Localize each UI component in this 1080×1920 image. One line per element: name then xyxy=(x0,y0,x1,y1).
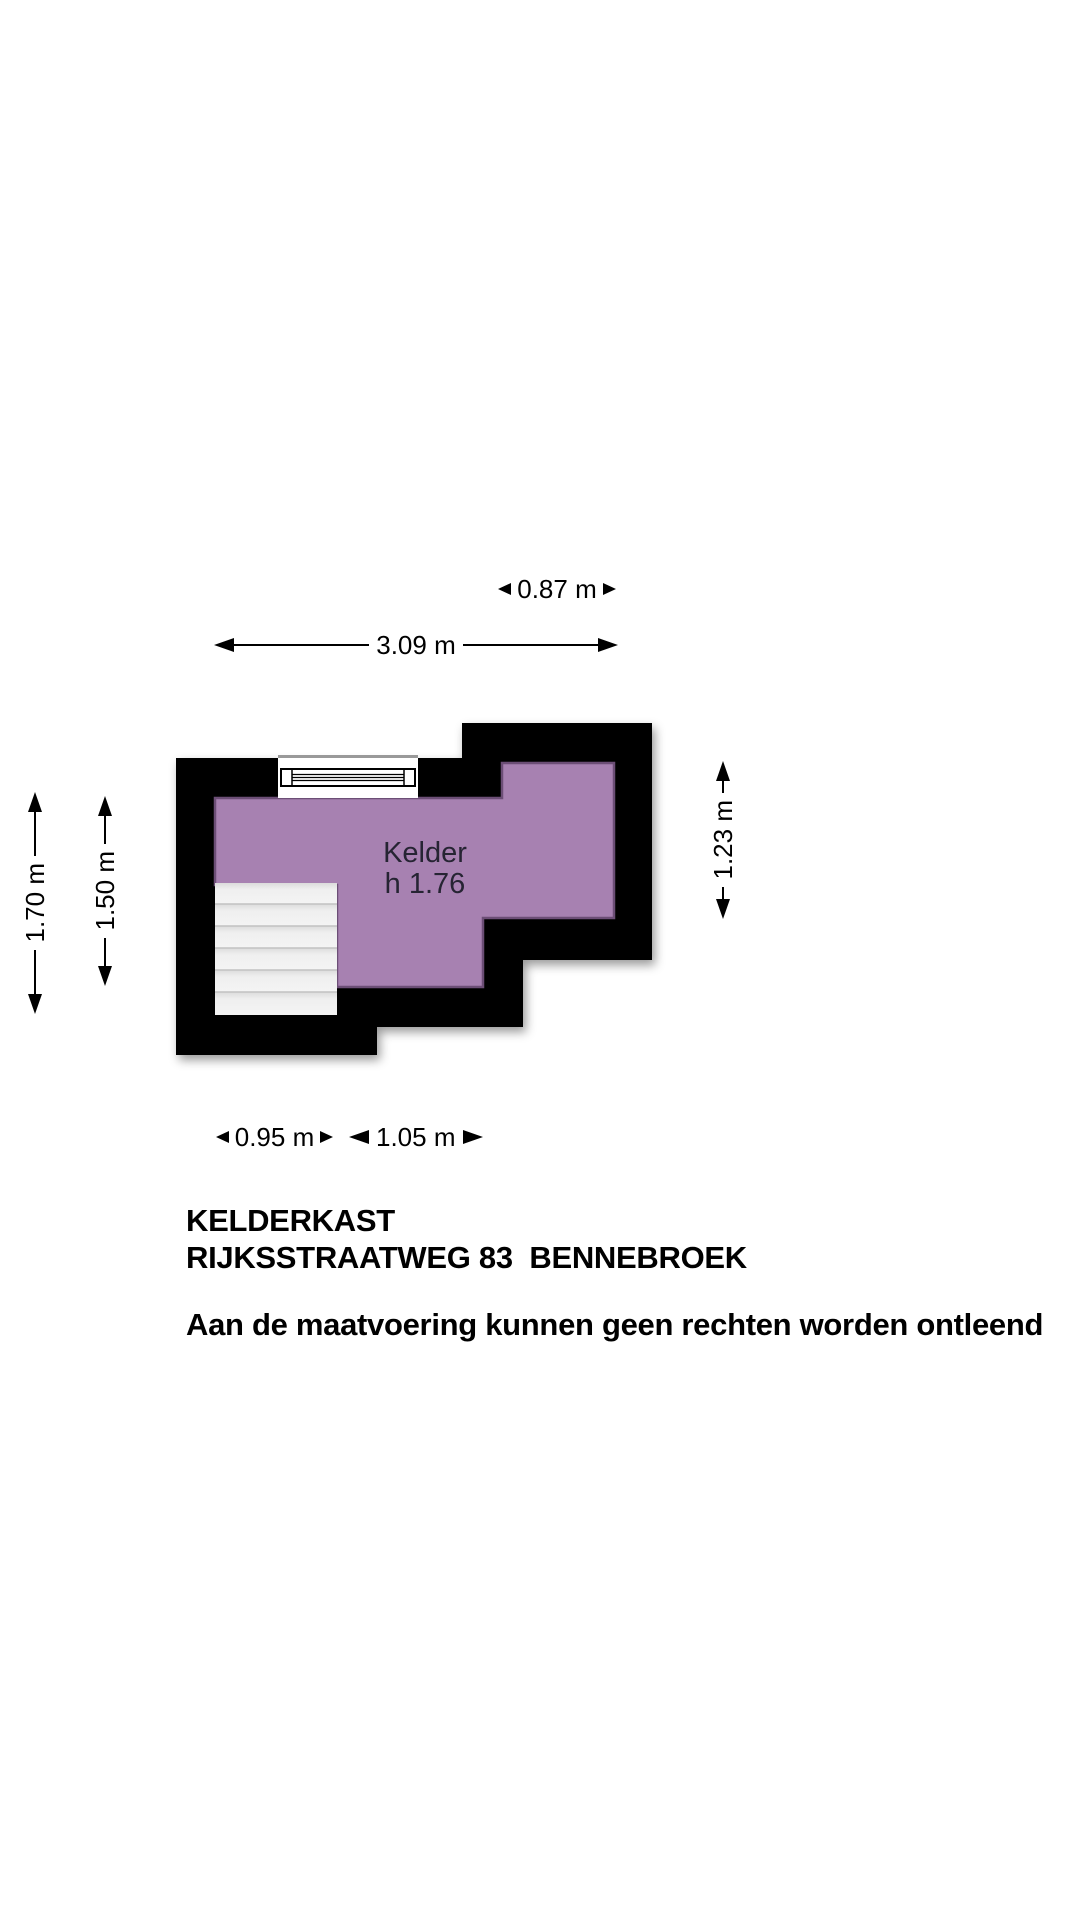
dimension-top-small: 0.87 m xyxy=(497,576,617,602)
arrowhead-right-icon xyxy=(598,638,618,652)
dimension-line xyxy=(722,886,724,899)
dimension-right-label: 1.23 m xyxy=(708,800,738,880)
stairs xyxy=(215,883,337,1015)
dimension-left-outer-label: 1.70 m xyxy=(20,863,50,943)
window xyxy=(278,755,418,798)
room-label: Kelder xyxy=(383,837,467,869)
footer-disclaimer: Aan de maatvoering kunnen geen rechten w… xyxy=(186,1307,1044,1342)
dimension-bottom-right: 1.05 m xyxy=(349,1122,483,1152)
dimension-top-small-label: 0.87 m xyxy=(517,574,597,604)
stair-tread xyxy=(215,948,337,970)
arrowhead-down-icon xyxy=(98,966,112,986)
arrowhead-left-icon xyxy=(214,638,234,652)
stair-tread xyxy=(215,883,337,904)
arrowhead-right-icon xyxy=(462,1130,483,1144)
footer-title-line2: RIJKSSTRAATWEG 83 BENNEBROEK xyxy=(186,1240,747,1275)
dimension-top-width-label: 3.09 m xyxy=(376,630,456,660)
dimension-line xyxy=(104,816,106,845)
dimension-line xyxy=(34,949,36,994)
arrowhead-down-icon xyxy=(716,899,730,919)
dimension-bottom-left: 0.95 m xyxy=(213,1124,336,1150)
arrowhead-left-icon xyxy=(349,1130,369,1144)
arrowhead-right-icon xyxy=(602,583,616,595)
dimension-line xyxy=(104,937,106,966)
dimension-left-inner-label: 1.50 m xyxy=(90,851,120,931)
stair-tread xyxy=(215,926,337,948)
arrowhead-up-icon xyxy=(28,792,42,812)
arrowhead-right-icon xyxy=(320,1131,334,1143)
arrowhead-up-icon xyxy=(98,796,112,816)
arrowhead-down-icon xyxy=(28,994,42,1014)
arrowhead-left-icon xyxy=(498,583,512,595)
dimension-line xyxy=(34,812,36,857)
room-height-label: h 1.76 xyxy=(385,868,466,900)
stair-tread xyxy=(215,992,337,1015)
dimension-left-outer: 1.70 m xyxy=(13,792,57,1014)
dimension-right: 1.23 m xyxy=(701,761,745,919)
window-outer-line xyxy=(278,755,418,758)
stair-tread xyxy=(215,904,337,926)
dimension-top-width: 3.09 m xyxy=(214,632,618,658)
arrowhead-left-icon xyxy=(215,1131,229,1143)
footer-title-line1: KELDERKAST xyxy=(186,1203,395,1238)
dimension-line xyxy=(462,644,598,646)
arrowhead-up-icon xyxy=(716,761,730,781)
dimension-line xyxy=(722,781,724,794)
dimension-left-inner: 1.50 m xyxy=(83,796,127,986)
dimension-bottom-right-label: 1.05 m xyxy=(376,1122,456,1152)
dimension-bottom-left-label: 0.95 m xyxy=(234,1122,315,1152)
dimension-line xyxy=(234,644,370,646)
stair-tread xyxy=(215,970,337,992)
